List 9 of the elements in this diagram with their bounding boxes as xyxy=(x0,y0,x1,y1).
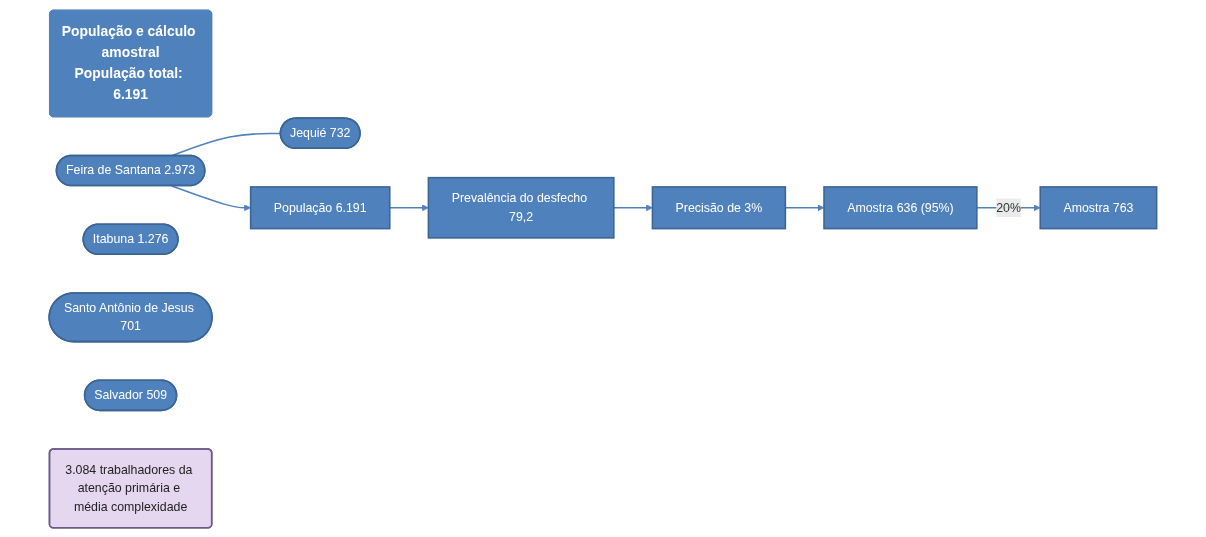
node-box: Prevalência do desfecho 79,2 xyxy=(427,176,615,239)
arrow xyxy=(613,203,653,211)
arrow xyxy=(170,184,251,211)
node-box: Amostra 763 xyxy=(1039,185,1158,229)
edge-label: 20% xyxy=(996,200,1021,214)
node-box: Amostra 636 (95%) xyxy=(823,185,978,229)
node-box: População 6.191 xyxy=(249,185,391,229)
arrow xyxy=(389,203,429,211)
node-box: Precisão de 3% xyxy=(651,185,787,229)
